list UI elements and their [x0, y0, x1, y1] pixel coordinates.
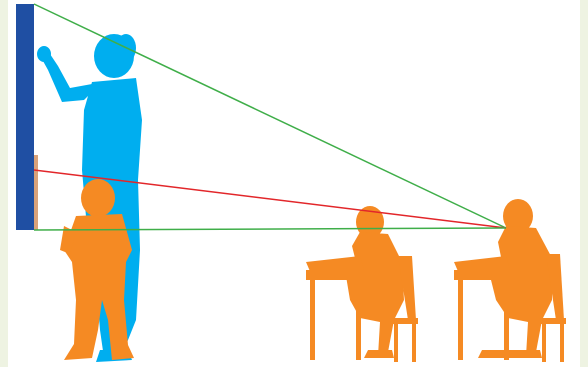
blackboard: [16, 4, 34, 230]
